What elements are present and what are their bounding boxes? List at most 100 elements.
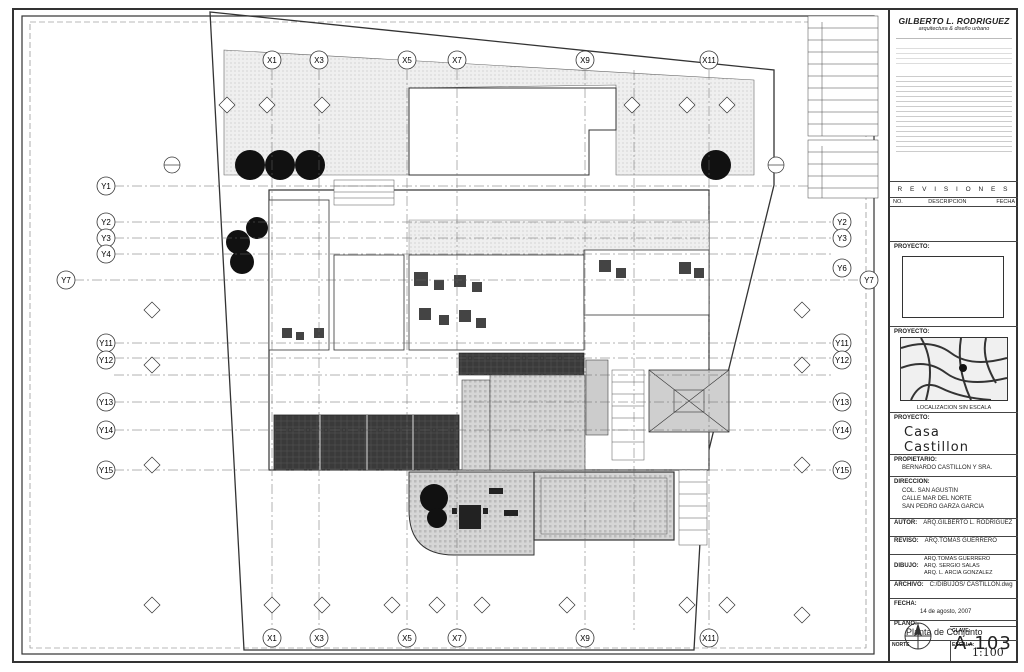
author-box: AUTOR: ARQ.GILBERTO L. RODRIGUEZ — [890, 519, 1018, 537]
svg-text:Y13: Y13 — [99, 398, 114, 407]
axis-bottom-x1: X1 — [262, 628, 282, 648]
address-box: DIRECCION: COL. SAN AGUSTIN CALLE MAR DE… — [890, 477, 1018, 519]
firm-subtitle: arquitectura & diseño urbano — [918, 26, 990, 32]
location-project-label: PROYECTO: — [894, 329, 930, 335]
grid-bubbles: X1 X3 X5 X7 X9 X11 X1 X3 X5 X7 X9 X11 Y1… — [56, 50, 879, 648]
axis-left-y2: Y2 — [96, 212, 116, 232]
north-arrow-icon — [902, 620, 934, 652]
location-map — [900, 337, 1008, 401]
section-markers — [163, 156, 785, 174]
drawn-line-3: ARQ. L. ARCIA GONZALEZ — [924, 570, 993, 576]
svg-text:Y1: Y1 — [101, 182, 111, 191]
svg-text:X7: X7 — [452, 634, 462, 643]
svg-text:X1: X1 — [267, 56, 277, 65]
svg-text:Y4: Y4 — [101, 250, 111, 259]
firm-address-block — [890, 38, 1018, 68]
author-label: AUTOR: — [894, 520, 918, 526]
location-box: PROYECTO: LOCALIZACION SIN ESCALA — [890, 327, 1018, 413]
axis-right-y3: Y3 — [832, 228, 852, 248]
revisions-box: R E V I S I O N E S NO. DESCRIPCION FECH… — [890, 182, 1018, 242]
axis-bottom-x11: X11 — [699, 628, 719, 648]
svg-text:Y7: Y7 — [864, 276, 874, 285]
scale-value: 1:100 — [972, 646, 1004, 659]
furniture-group — [282, 260, 704, 340]
rev-col-date: FECHA — [996, 199, 1015, 205]
owner-label: PROPIETARIO: — [894, 457, 937, 463]
rev-col-no: NO. — [893, 199, 903, 205]
date-label: FECHA: — [894, 601, 917, 607]
location-caption: LOCALIZACION SIN ESCALA — [916, 405, 992, 411]
svg-text:Y6: Y6 — [837, 264, 847, 273]
axis-left-y14: Y14 — [96, 420, 116, 440]
axis-right-y2: Y2 — [832, 212, 852, 232]
axis-left-y7: Y7 — [56, 270, 76, 290]
svg-text:X5: X5 — [402, 634, 412, 643]
revisions-header: NO. DESCRIPCION FECHA — [890, 197, 1018, 207]
drawing-border — [21, 15, 875, 655]
plan-name: Planta de Conjunto — [906, 627, 983, 637]
svg-text:X11: X11 — [702, 56, 716, 65]
address-line-1: COL. SAN AGUSTIN — [902, 488, 959, 494]
scale-label: ESCALA: — [952, 642, 975, 648]
axis-right-y12: Y12 — [832, 350, 852, 370]
owner-value: BERNARDO CASTILLON Y SRA. — [902, 465, 993, 471]
date-value: 14 de agosto, 2007 — [920, 609, 972, 615]
key-value: A-103 — [954, 633, 1012, 654]
axis-left-y11: Y11 — [96, 333, 116, 353]
axis-left-y12: Y12 — [96, 350, 116, 370]
svg-text:Y11: Y11 — [835, 339, 849, 348]
axis-top-x1: X1 — [262, 50, 282, 70]
plan-box: PLANO: Planta de Conjunto — [890, 621, 1018, 641]
project-name-box: PROYECTO: Casa Castillon — [890, 413, 1018, 455]
svg-text:Y14: Y14 — [99, 426, 114, 435]
rev-col-desc: DESCRIPCION — [928, 199, 967, 205]
north-cell: NORTE — [890, 641, 951, 661]
axis-right-y6: Y6 — [832, 258, 852, 278]
key-label: CLAVE: — [952, 628, 971, 634]
project-name-label: PROYECTO: — [894, 415, 930, 421]
firm-name: GILBERTO L. RODRIGUEZ — [898, 16, 1010, 26]
axis-bottom-x7: X7 — [447, 628, 467, 648]
drawn-box: DIBUJO: ARQ.TOMAS GUERRERO ARQ. SERGIO S… — [890, 555, 1018, 581]
svg-text:Y14: Y14 — [835, 426, 850, 435]
svg-text:Y2: Y2 — [101, 218, 111, 227]
address-label: DIRECCION: — [894, 479, 930, 485]
legend-table — [807, 15, 879, 199]
svg-text:Y3: Y3 — [837, 234, 847, 243]
svg-text:X1: X1 — [267, 634, 277, 643]
axis-right-y11: Y11 — [832, 333, 852, 353]
axis-top-x9: X9 — [575, 50, 595, 70]
grid-lines — [74, 70, 874, 630]
axis-top-x5: X5 — [397, 50, 417, 70]
axis-bottom-x9: X9 — [575, 628, 595, 648]
axis-left-y3: Y3 — [96, 228, 116, 248]
terrace-furniture — [452, 488, 518, 529]
upper-roof-block — [408, 87, 617, 176]
file-value: C:/DIBUJOS/ CASTILLON.dwg — [929, 582, 1013, 588]
svg-text:X3: X3 — [314, 634, 324, 643]
courtyard-paving — [489, 374, 586, 471]
svg-text:X3: X3 — [314, 56, 324, 65]
axis-left-y4: Y4 — [96, 244, 116, 264]
scale-key-cell: ESCALA: 1:100 — [950, 641, 1018, 661]
revisions-title: R E V I S I O N E S — [897, 186, 1011, 193]
svg-text:Y11: Y11 — [99, 339, 113, 348]
drawn-line-2: ARQ. SERGIO SALAS — [924, 563, 980, 569]
level-markers — [143, 96, 811, 624]
reviewed-value: ARQ.TOMAS GUERRERO — [924, 538, 997, 544]
axis-left-y1: Y1 — [96, 176, 116, 196]
date-box: FECHA: 14 de agosto, 2007 — [890, 599, 1018, 621]
svg-text:Y13: Y13 — [835, 398, 850, 407]
svg-text:Y12: Y12 — [835, 356, 850, 365]
svg-text:X5: X5 — [402, 56, 412, 65]
svg-text:Y15: Y15 — [835, 466, 850, 475]
axis-right-y13: Y13 — [832, 392, 852, 412]
axis-top-x7: X7 — [447, 50, 467, 70]
firm-header: GILBERTO L. RODRIGUEZ arquitectura & dis… — [890, 10, 1018, 182]
drawn-line-1: ARQ.TOMAS GUERRERO — [924, 556, 991, 562]
address-line-2: CALLE MAR DEL NORTE — [902, 496, 972, 502]
axis-right-y14: Y14 — [832, 420, 852, 440]
project-sketch-box: PROYECTO: — [890, 242, 1018, 327]
owner-box: PROPIETARIO: BERNARDO CASTILLON Y SRA. — [890, 455, 1018, 477]
key-cell: CLAVE: A-103 — [950, 626, 1016, 659]
